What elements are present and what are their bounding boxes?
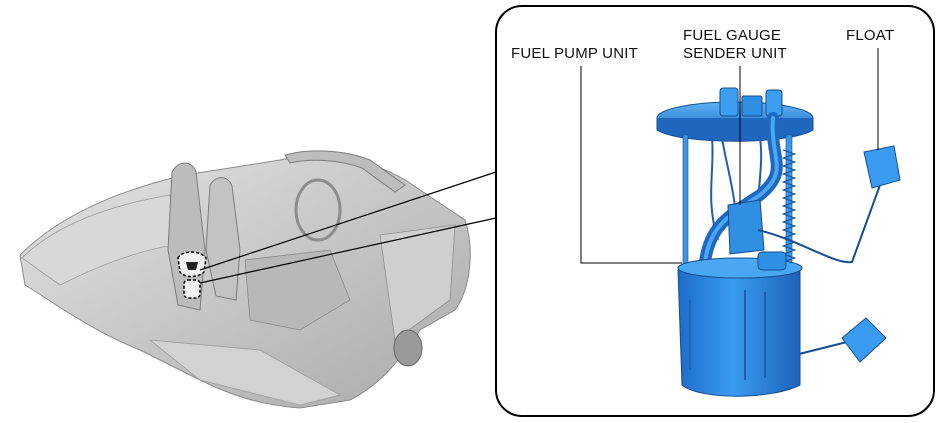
float-label: FLOAT [846,27,895,44]
car-illustration [19,150,471,409]
float-upper [863,145,901,189]
fuel-pump-assembly [656,87,901,397]
pump-connector [741,95,763,117]
pump-motor [757,251,787,271]
pump-location-marker [177,251,207,299]
pump-fitting-left [719,87,739,117]
pump-reservoir [677,259,801,397]
car-floor [148,339,342,406]
sender-unit-body [727,199,765,255]
fuel-pump-unit-label: FUEL PUMP UNIT [511,45,638,62]
callout-lines [199,171,497,284]
rod-spring [781,149,797,263]
center-console [244,249,351,331]
detail-frame [495,5,935,417]
float-arm-upper [757,184,881,264]
pump-unit-leader [580,66,682,264]
fuel-gauge-sender-unit-label: FUEL GAUGE SENDER UNIT [683,27,787,62]
guide-rod-left [682,134,689,266]
seat-right [205,177,241,301]
steering-wheel [294,178,342,242]
windshield-frame [284,150,406,193]
label-leaders [580,48,879,264]
door-side [379,224,456,341]
front-wheel [393,329,423,367]
float-lower [841,317,887,363]
